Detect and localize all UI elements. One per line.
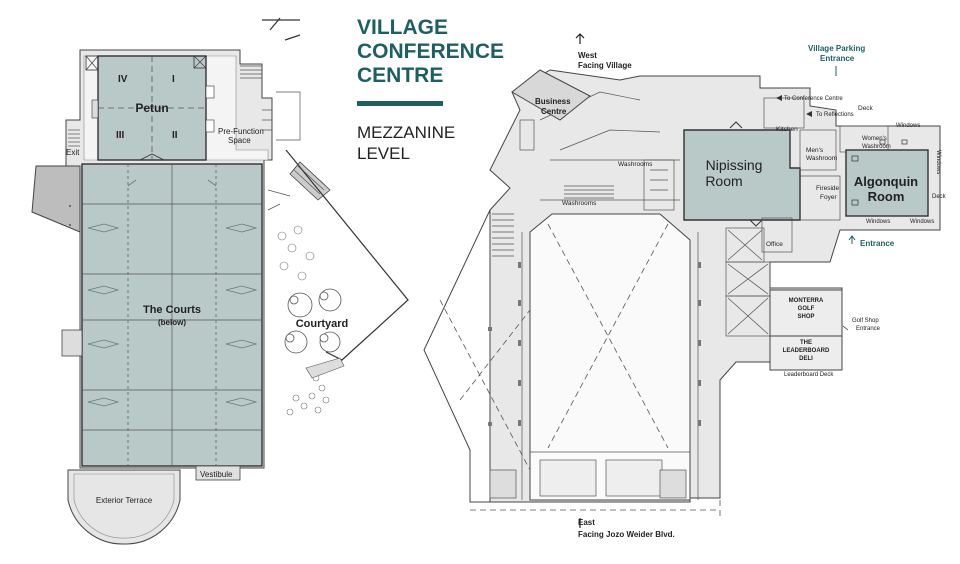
- title-divider: [357, 101, 443, 106]
- title-line-1: VILLAGE: [357, 16, 448, 39]
- algonquin-label-1: Algonquin: [854, 174, 918, 189]
- petun-section-i: I: [172, 74, 175, 85]
- deli-label-2: LEADERBOARD: [783, 348, 830, 354]
- womens-washroom-label-1: Women's: [862, 136, 887, 142]
- mens-washroom-label-2: Washroom: [806, 155, 837, 162]
- courts-label: The Courts: [143, 304, 201, 316]
- courts-sublabel: (below): [158, 318, 186, 327]
- west-label-1: West: [578, 51, 597, 60]
- deli-label-3: DELI: [799, 356, 813, 362]
- womens-washroom-label-2: Washroom: [862, 144, 891, 150]
- left-building: IV I III II Petun Pre-Function Space Exi…: [31, 17, 301, 545]
- office-label: Office: [766, 241, 783, 248]
- exit-label: Exit: [66, 148, 80, 157]
- mens-washroom-label-1: Men's: [806, 147, 824, 154]
- courtyard: Courtyard: [267, 149, 409, 416]
- level-line-1: MEZZANINE: [357, 123, 455, 142]
- algonquin-label-2: Room: [868, 189, 905, 204]
- windows-right-label: Windows: [935, 150, 941, 174]
- village-parking-label-2[interactable]: Entrance: [820, 54, 855, 63]
- petun-section-iv: IV: [118, 74, 128, 85]
- room-algonquin[interactable]: [845, 149, 929, 217]
- fireside-foyer-label-1: Fireside: [816, 185, 840, 192]
- vestibule-label: Vestibule: [200, 470, 233, 479]
- east-label-2: Facing Jozo Weider Blvd.: [578, 530, 675, 539]
- entrance-label[interactable]: Entrance: [860, 239, 895, 248]
- pre-function-label-1: Pre-Function: [218, 127, 264, 136]
- courtyard-label: Courtyard: [296, 318, 349, 330]
- pre-function-label-2: Space: [228, 136, 251, 145]
- nipissing-label-2: Room: [705, 173, 742, 189]
- east-label-1: East: [578, 518, 595, 527]
- windows-bottom-label: Windows: [910, 219, 934, 225]
- kitchen-label: Kitchen: [776, 126, 798, 133]
- golf-shop-entrance-label-2: Entrance: [856, 326, 881, 332]
- orientation: West Facing Village East Facing Jozo Wei…: [575, 33, 865, 539]
- deck-top-label: Deck: [858, 105, 874, 112]
- business-centre-label-2: Centre: [541, 107, 567, 116]
- petun-label: Petun: [135, 101, 168, 115]
- exterior-terrace-label: Exterior Terrace: [96, 496, 153, 505]
- deck-right-label: Deck: [932, 194, 947, 200]
- map-title: VILLAGE CONFERENCE CENTRE MEZZANINE LEVE…: [357, 16, 504, 163]
- business-centre-label-1: Business: [535, 97, 571, 106]
- golf-shop-entrance-label-1: Golf Shop: [852, 318, 879, 324]
- windows-left-label: Windows: [866, 219, 890, 225]
- monterra-label-1: MONTERRA: [789, 298, 824, 304]
- to-reflections-label: To Reflections: [816, 112, 854, 118]
- petun-section-ii: II: [172, 130, 178, 141]
- west-label-2: Facing Village: [578, 61, 632, 70]
- leaderboard-deck-label: Leaderboard Deck: [784, 372, 834, 378]
- petun-section-iii: III: [116, 130, 125, 141]
- monterra-label-3: SHOP: [797, 314, 814, 320]
- title-line-3: CENTRE: [357, 64, 443, 87]
- right-building: Business Centre Washrooms Washrooms Nipi…: [423, 69, 947, 520]
- washrooms-label-b: Washrooms: [562, 200, 597, 207]
- title-line-2: CONFERENCE: [357, 40, 504, 63]
- fireside-foyer-label-2: Foyer: [820, 194, 837, 201]
- monterra-label-2: GOLF: [798, 306, 815, 312]
- windows-top-label: Windows: [896, 123, 920, 129]
- to-conference-centre-label: To Conference Centre: [784, 96, 843, 102]
- deli-label-1: THE: [800, 340, 812, 346]
- washrooms-label-a: Washrooms: [618, 161, 653, 168]
- nipissing-label-1: Nipissing: [706, 157, 763, 173]
- village-parking-label-1[interactable]: Village Parking: [808, 44, 865, 53]
- level-line-2: LEVEL: [357, 144, 410, 163]
